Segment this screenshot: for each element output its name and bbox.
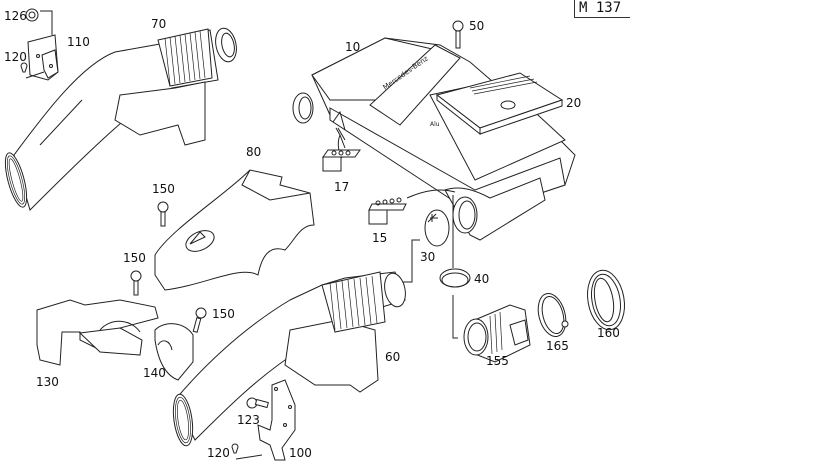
label-150-a: 150 [152,182,175,196]
part-50-bolt [452,20,464,49]
part-150-bolt-c [192,307,207,333]
part-10-air-filter-housing: Mercedes-Benz Alu [292,37,576,241]
part-70-intake-duct [4,27,237,211]
part-155-air-mass-sensor [463,304,531,363]
label-123: 123 [237,413,260,427]
label-40: 40 [474,272,490,286]
label-126: 126 [4,9,27,23]
label-80: 80 [246,145,262,159]
label-120-bottom: 120 [207,446,230,460]
label-150-b: 150 [123,251,146,265]
part-60-intake-duct [172,271,406,447]
label-100: 100 [289,446,312,460]
label-160: 160 [597,326,620,340]
model-code-label: M 137 [574,0,630,18]
label-15: 15 [372,231,388,245]
label-10: 10 [345,40,361,54]
part-100-bracket [235,379,296,461]
label-30: 30 [420,250,436,264]
part-120-clip-top [20,62,28,73]
label-130: 130 [36,375,59,389]
part-17-connector [322,127,361,172]
label-20: 20 [566,96,582,110]
label-150-c: 150 [212,307,235,321]
part-160-boot [587,269,625,331]
label-17: 17 [334,180,350,194]
part-20-filter-element [435,72,564,136]
part-165-hose-clamp [537,292,569,338]
label-165: 165 [546,339,569,353]
part-120-clip-bottom [231,443,239,454]
svg-text:Alu: Alu [430,121,440,128]
part-80-cover [154,169,315,291]
part-130-support [36,299,159,366]
part-126-nut [25,8,39,22]
part-140-rubber-mount [154,323,194,381]
part-40-sealing-ring [439,195,471,339]
label-60: 60 [385,350,401,364]
label-120-top: 120 [4,50,27,64]
part-123-bolt [246,397,269,409]
label-140: 140 [143,366,166,380]
part-110-bracket [25,10,59,81]
part-150-bolt-b [130,270,142,296]
label-110: 110 [67,35,90,49]
label-50: 50 [469,19,485,33]
label-70: 70 [151,17,167,31]
part-15-connector [368,189,456,225]
part-30-cap [400,209,450,283]
part-150-bolt-a [157,201,169,227]
label-155: 155 [486,354,509,368]
